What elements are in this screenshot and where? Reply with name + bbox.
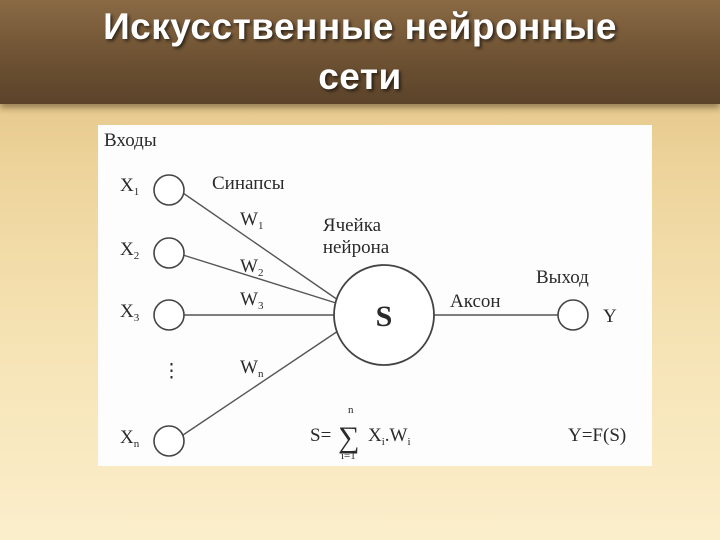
slide-title-line-1: Искусственные нейронные xyxy=(103,6,617,47)
neuron-cell xyxy=(333,264,435,366)
sum-formula-term: Xi.Wi xyxy=(368,425,411,448)
input-node-2 xyxy=(153,237,185,269)
input-label-1: X1 xyxy=(120,175,139,198)
weight-label-n: Wn xyxy=(240,357,264,380)
sum-formula-sigma: ∑ xyxy=(338,421,359,454)
slide-title: Искусственные нейронные сети xyxy=(0,0,720,102)
input-node-3 xyxy=(153,299,185,331)
synapse-lines xyxy=(182,192,559,436)
input-node-1 xyxy=(153,174,185,206)
input-label-3: X3 xyxy=(120,301,140,324)
slide-title-line-2: сети xyxy=(318,56,402,97)
title-bar xyxy=(0,0,720,104)
synapse-line-1 xyxy=(182,192,339,301)
input-node-n xyxy=(153,425,185,457)
input-label-2: X2 xyxy=(120,239,139,262)
synapse-line-n xyxy=(182,330,339,436)
weight-label-1: W1 xyxy=(240,209,263,232)
cell-label-2: нейрона xyxy=(323,237,390,258)
neuron-diagram: S Входы Синапсы Ячейка нейрона Аксон Вых… xyxy=(98,125,652,466)
output-label: Выход xyxy=(536,267,589,288)
output-symbol: Y xyxy=(603,306,617,327)
sum-formula-upper: n xyxy=(348,404,354,416)
cell-label-1: Ячейка xyxy=(323,215,382,236)
axon-label: Аксон xyxy=(450,291,501,312)
inputs-label: Входы xyxy=(104,130,157,151)
input-nodes xyxy=(153,174,185,457)
weight-label-2: W2 xyxy=(240,256,263,279)
sum-formula: S= ∑ n i=1 Xi.Wi xyxy=(310,404,411,462)
inputs-ellipsis: ⋮ xyxy=(162,361,181,382)
sum-formula-lhs: S= xyxy=(310,425,331,446)
sum-formula-lower: i=1 xyxy=(341,450,356,462)
weight-label-3: W3 xyxy=(240,289,264,312)
neuron-diagram-svg: S Входы Синапсы Ячейка нейрона Аксон Вых… xyxy=(104,130,626,462)
output-node xyxy=(557,299,589,331)
synapses-label: Синапсы xyxy=(212,173,285,194)
output-formula: Y=F(S) xyxy=(568,425,626,446)
input-label-n: Xn xyxy=(120,427,140,450)
neuron-symbol: S xyxy=(376,300,393,333)
synapse-line-2 xyxy=(182,254,337,304)
